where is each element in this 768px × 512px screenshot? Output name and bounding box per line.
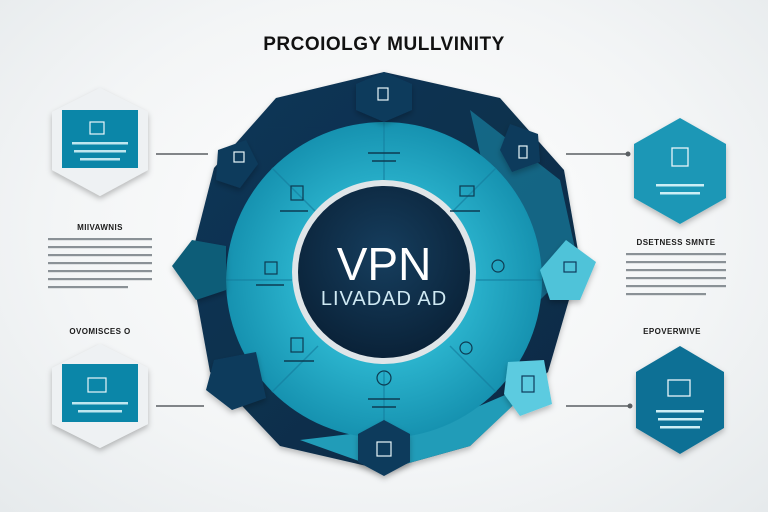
outer-tabs — [172, 72, 596, 476]
monitor-icon — [563, 261, 577, 273]
key-icon — [376, 370, 392, 386]
right-card-bottom — [636, 346, 724, 454]
tab-top-left — [216, 140, 258, 188]
tablet-icon — [377, 87, 389, 101]
tab-bottom — [358, 420, 410, 476]
card-icon — [89, 121, 105, 135]
phone-icon — [518, 145, 528, 159]
database-icon — [376, 441, 392, 457]
right-card-top — [634, 118, 726, 224]
globe-icon — [491, 259, 505, 273]
left-text-block — [48, 238, 152, 289]
tab-top-right — [500, 124, 540, 172]
document-icon — [290, 185, 304, 201]
ring-text-marks — [256, 152, 480, 408]
tab-bottom-right — [504, 360, 552, 416]
connector-dot — [625, 151, 631, 157]
house-icon — [667, 379, 691, 397]
tab-top — [356, 72, 412, 122]
tab-icons — [233, 87, 577, 457]
shield-icon — [671, 147, 689, 167]
left-label-bottom: OVOMISCES O — [69, 327, 130, 336]
ring-icons — [264, 185, 505, 386]
cabinet-icon — [521, 375, 535, 393]
connector-dot — [627, 403, 633, 409]
ring-segments — [226, 122, 542, 438]
right-text-block — [626, 253, 726, 296]
center-main-text: VPN — [337, 238, 432, 290]
left-label-top: MIIVAWNIS — [77, 223, 123, 232]
diagram-title: PRCOIOLGY MULLVINITY — [263, 34, 505, 55]
left-card-top — [52, 88, 148, 196]
outer-wedge-right — [470, 110, 578, 300]
tab-left — [172, 240, 226, 300]
card-icon — [87, 377, 107, 393]
lock-icon — [459, 341, 473, 355]
center-sub-text: LIVADAD AD — [321, 288, 447, 310]
folder-icon — [264, 261, 278, 275]
right-label-top: DSETNESS SMNTE — [637, 238, 716, 247]
server-icon — [290, 337, 304, 353]
core-circle — [298, 186, 470, 358]
right-label-bottom: EPOVERWIVE — [643, 327, 701, 336]
printer-icon — [233, 151, 245, 163]
left-card-bottom — [52, 344, 148, 448]
laptop-icon — [459, 185, 475, 197]
tab-right — [540, 240, 596, 300]
tab-bottom-left — [206, 352, 266, 410]
